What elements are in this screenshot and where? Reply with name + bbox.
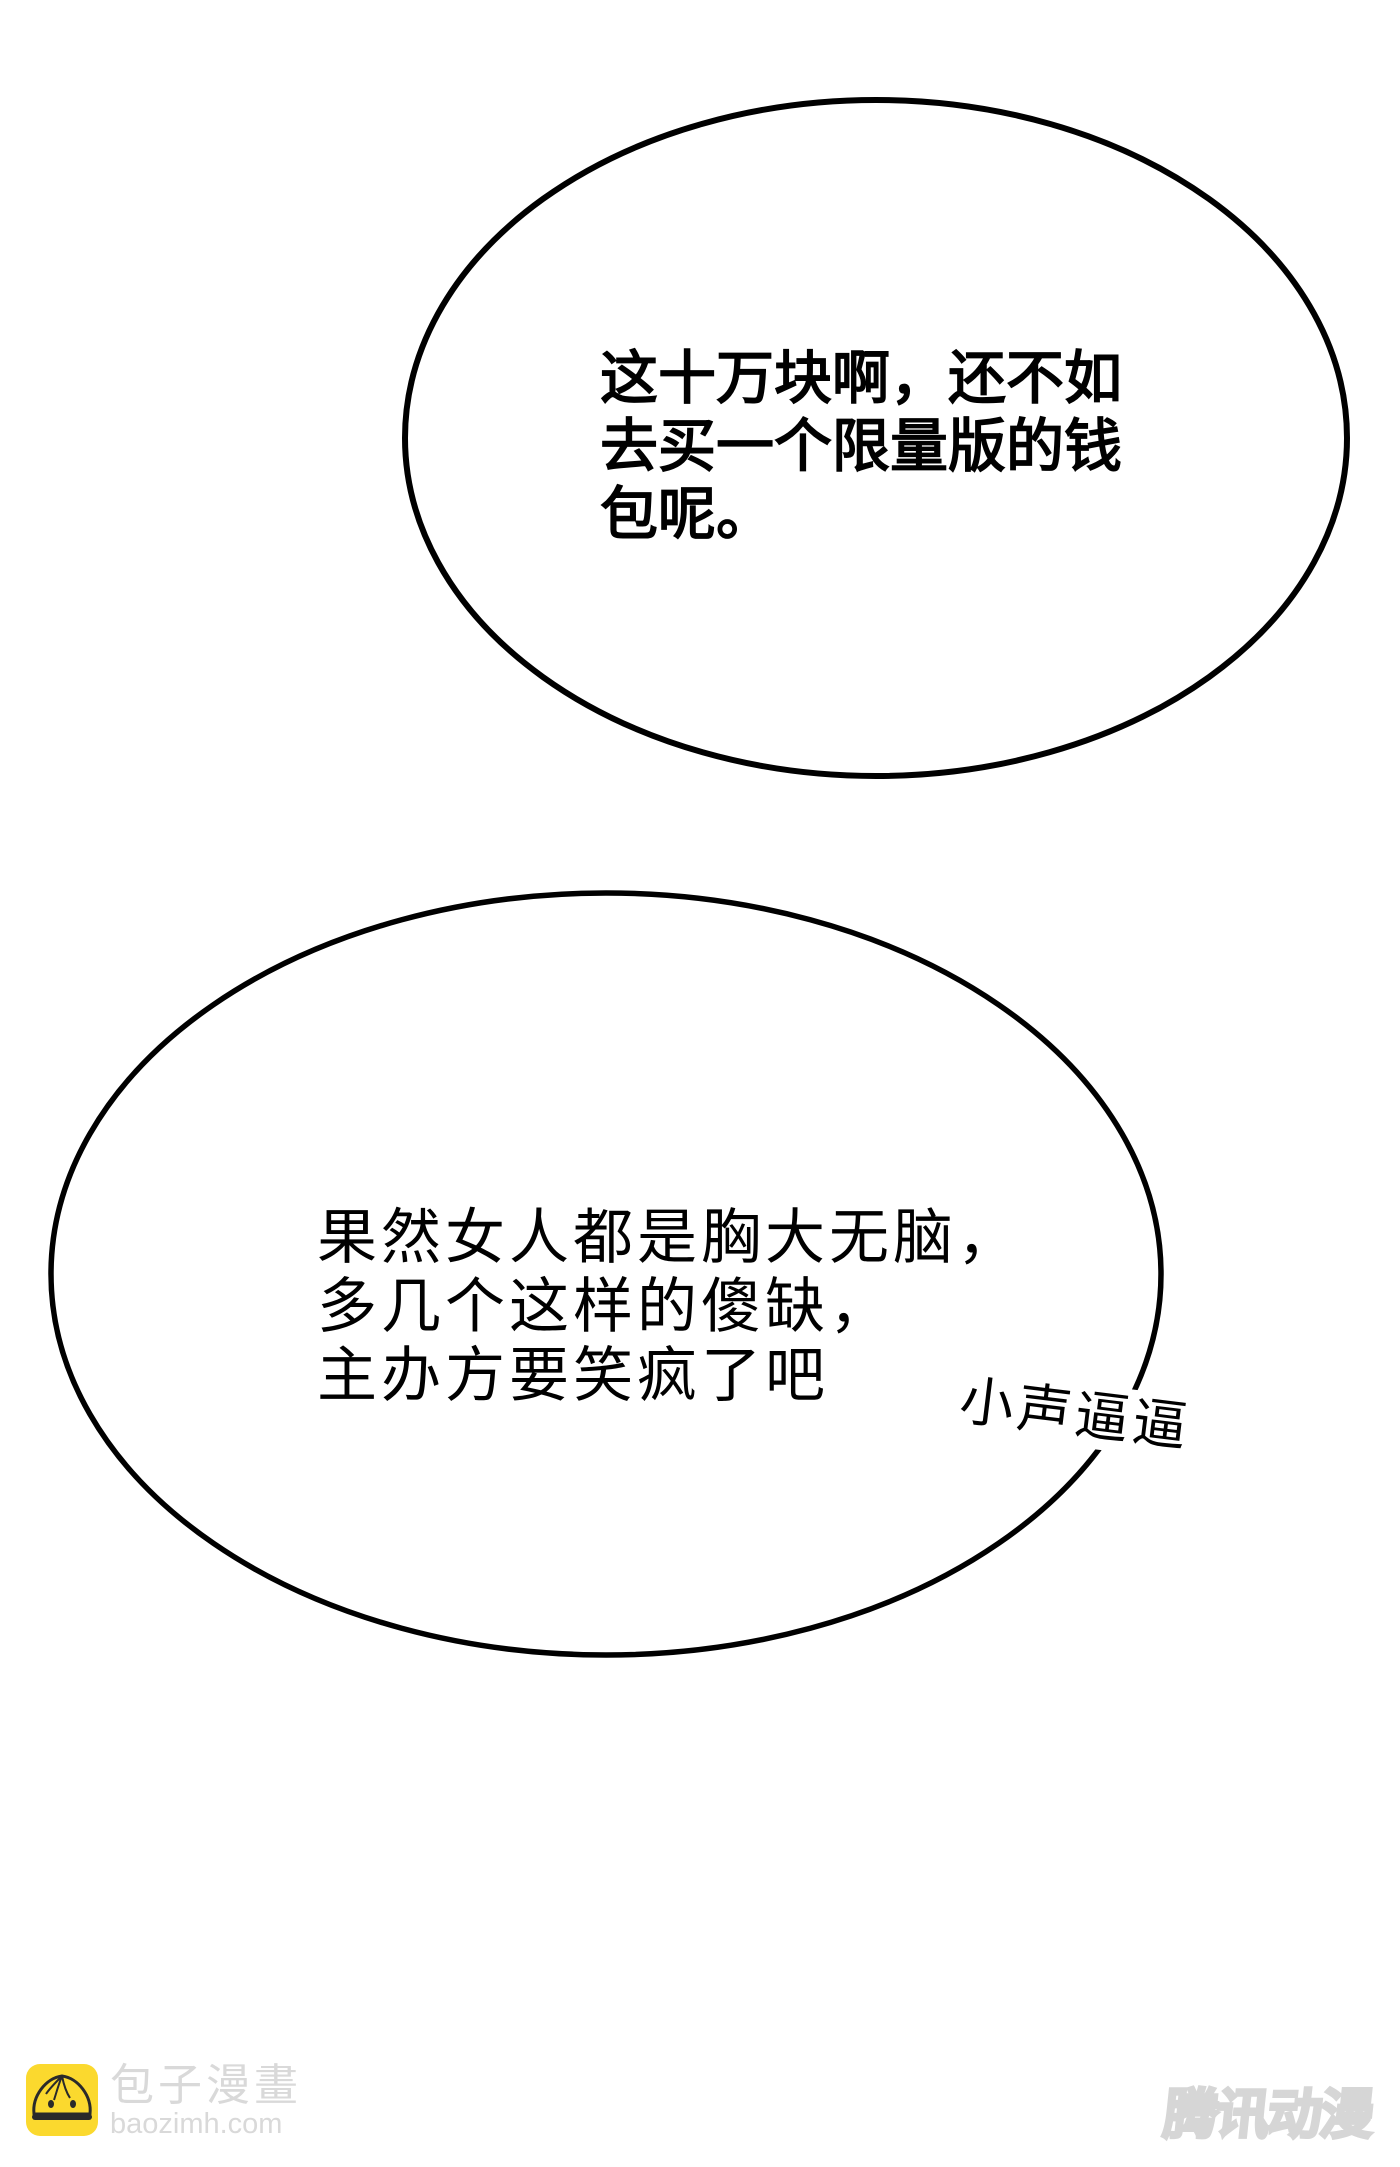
baozimh-title: 包子漫畫 bbox=[110, 2060, 302, 2111]
baozimh-url: baozimh.com bbox=[110, 2108, 283, 2140]
baozimh-watermark: 包子漫畫 baozimh.com bbox=[26, 2060, 302, 2140]
speech-bubble-2-text: 果然女人都是胸大无脑， 多几个这样的傻缺， 主办方要笑疯了吧 bbox=[317, 1203, 1021, 1411]
speech-bubble-2-outline bbox=[48, 890, 1164, 1658]
steamed-bun-icon bbox=[26, 2064, 98, 2136]
tencent-comic-watermark: 腾讯动漫 bbox=[1154, 2082, 1382, 2148]
speech-bubble-1-outline bbox=[402, 97, 1350, 779]
tencent-comic-logo-text: 腾讯动漫 bbox=[1159, 2082, 1377, 2148]
speech-bubble-1-text: 这十万块啊，还不如 去买一个限量版的钱 包呢。 bbox=[600, 344, 1123, 548]
